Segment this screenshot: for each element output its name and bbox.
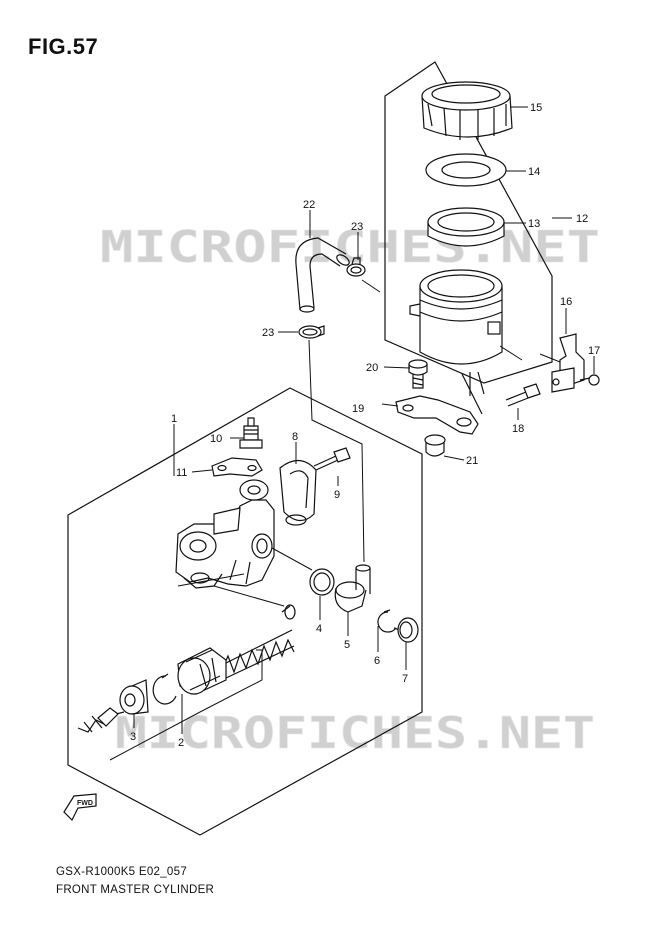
reservoir-cap-cover	[397, 617, 419, 643]
assembly-name: FRONT MASTER CYLINDER	[56, 884, 215, 896]
holder-bolt	[313, 447, 351, 471]
callout-12: 12	[576, 213, 588, 225]
reservoir-mount-bolt	[408, 359, 428, 389]
callout-19: 19	[352, 403, 364, 415]
hose-grommet	[424, 434, 446, 457]
callout-11: 11	[176, 467, 187, 479]
callout-21: 21	[466, 455, 478, 467]
callout-6: 6	[374, 655, 380, 667]
callout-23-lower: 23	[262, 327, 274, 339]
bracket-bolt	[505, 383, 541, 407]
master-piston	[177, 647, 227, 695]
callout-3: 3	[130, 731, 136, 743]
callout-1: 1	[171, 413, 177, 425]
reservoir-assembly-outline	[384, 61, 553, 384]
model-code: GSX-R1000K5 E02_057	[56, 866, 188, 878]
callout-16: 16	[560, 296, 572, 308]
master-cylinder-assembly-outline	[67, 387, 423, 836]
callout-4: 4	[316, 623, 322, 635]
bracket-screw	[579, 374, 600, 386]
piston-spring	[221, 604, 296, 679]
callout-20: 20	[366, 362, 378, 374]
banjo-bolt	[239, 417, 263, 449]
callout-7: 7	[402, 673, 408, 685]
callout-10: 10	[210, 433, 222, 445]
reservoir-hose	[295, 237, 350, 313]
callout-5: 5	[344, 639, 350, 651]
figure-title: FIG.57	[28, 34, 99, 59]
hose-clamp-upper	[346, 257, 366, 277]
callout-14: 14	[528, 166, 540, 178]
master-cylinder-body	[175, 479, 275, 589]
reservoir-cap	[421, 81, 513, 140]
reservoir-diaphragm	[427, 207, 505, 247]
hose-bracket	[395, 395, 479, 435]
handlebar-holder	[279, 459, 317, 526]
callout-8: 8	[292, 431, 298, 443]
callout-9: 9	[334, 489, 340, 501]
callout-15: 15	[530, 102, 542, 114]
fwd-label: FWD	[77, 800, 93, 807]
watermark-bottom: MICROFICHES.NET	[115, 708, 595, 759]
watermark-top: MICROFICHES.NET	[100, 222, 600, 273]
callout-23-upper: 23	[351, 221, 363, 233]
push-rod	[77, 707, 125, 733]
callout-17: 17	[588, 345, 600, 357]
reservoir-bracket	[551, 333, 585, 393]
o-ring	[309, 568, 335, 596]
reservoir-tank	[409, 269, 503, 415]
reservoir-connector	[334, 564, 371, 613]
hose-clamp-lower	[298, 325, 325, 339]
callout-18: 18	[512, 423, 524, 435]
callout-22: 22	[303, 199, 315, 211]
piston-circlip	[152, 673, 177, 705]
dust-boot	[119, 679, 149, 715]
switch-plate	[211, 457, 263, 477]
forward-direction-badge: FWD	[63, 793, 97, 822]
callout-13: 13	[528, 218, 540, 230]
diaphragm-plate	[425, 153, 507, 187]
callout-2: 2	[178, 737, 184, 749]
